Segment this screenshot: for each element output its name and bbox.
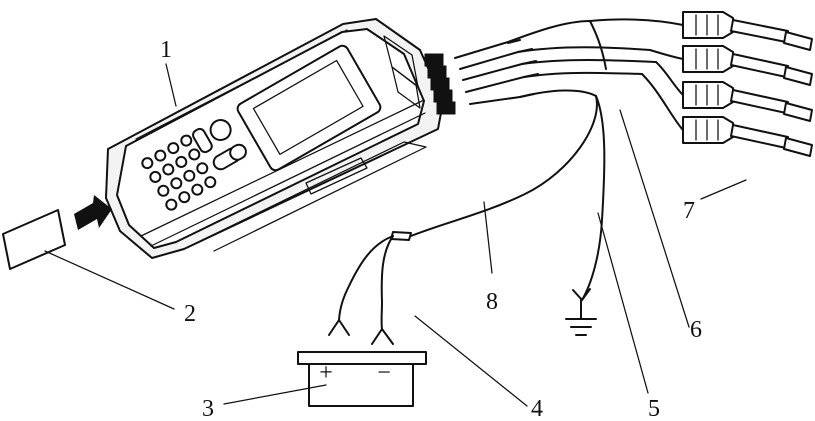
probe-set — [682, 11, 813, 157]
handheld-device — [105, 18, 456, 259]
battery-negative-mark: − — [377, 360, 391, 386]
ground-lead — [565, 95, 606, 336]
probe-leads — [589, 18, 684, 131]
callout-3: 3 — [202, 396, 214, 421]
callout-8: 8 — [486, 289, 498, 315]
callout-5: 5 — [648, 396, 660, 421]
probe-4 — [682, 116, 813, 157]
card-insert-arrow — [2, 195, 112, 270]
callout-7: 7 — [683, 198, 695, 224]
device-screen — [236, 44, 382, 172]
probe-1 — [682, 11, 813, 51]
device-screen-inner — [252, 59, 364, 156]
callout-2: 2 — [184, 301, 196, 327]
battery-lead-assembly — [328, 231, 412, 345]
probe-2 — [682, 45, 813, 86]
callout-6: 6 — [690, 317, 702, 343]
device-keypad — [141, 119, 247, 211]
probe-3 — [682, 81, 813, 122]
battery: + − — [297, 351, 427, 407]
callout-4: 4 — [531, 396, 543, 421]
device-connectors — [424, 53, 456, 115]
callout-1: 1 — [160, 37, 172, 63]
cables — [454, 20, 657, 105]
battery-positive-mark: + — [319, 360, 333, 386]
main-cable — [410, 95, 598, 237]
leader-lines — [44, 63, 747, 407]
